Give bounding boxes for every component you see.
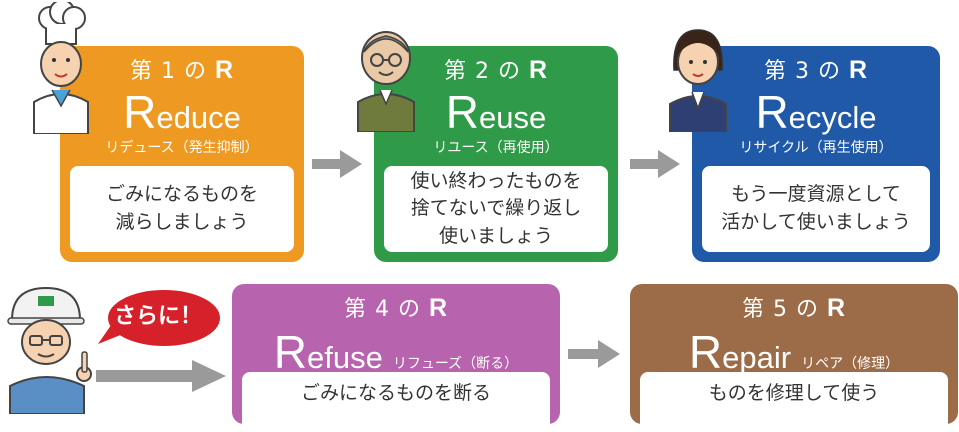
reduce-header: 第 1 の R Reduce リデュース（発生抑制） xyxy=(60,46,304,156)
arrow-right-icon xyxy=(96,360,226,392)
recycle-card: 第 3 の R Recycle リサイクル（再生使用） もう一度資源として 活か… xyxy=(692,46,940,262)
refuse-step-number: 第 4 の R xyxy=(343,294,449,322)
arrow-right-icon xyxy=(312,150,362,178)
reduce-description: ごみになるものを 減らしましょう xyxy=(70,166,294,252)
refuse-card: 第 4 の R Refuse リフューズ（断る） ごみになるものを断る xyxy=(232,284,560,432)
refuse-header: 第 4 の R Refuse リフューズ（断る） xyxy=(232,284,560,378)
refuse-title: Refuse xyxy=(273,326,383,378)
reduce-card: 第 1 の R Reduce リデュース（発生抑制） ごみになるものを 減らしま… xyxy=(60,46,304,262)
refuse-subtitle: リフューズ（断る） xyxy=(392,356,519,372)
elder-man-icon xyxy=(357,31,415,132)
repair-subtitle: リペア（修理） xyxy=(801,356,900,372)
arrow-right-icon xyxy=(630,150,680,178)
recycle-title: Recycle xyxy=(755,86,877,138)
reuse-subtitle: リユース（再使用） xyxy=(433,140,559,156)
bubble-text: さらに！ xyxy=(113,304,202,329)
speech-bubble-icon xyxy=(98,290,220,346)
recycle-description: もう一度資源として 活かして使いましょう xyxy=(702,166,930,252)
reuse-title: Reuse xyxy=(445,86,547,138)
recycle-subtitle: リサイクル（再生使用） xyxy=(739,140,893,156)
worker-helmet-icon xyxy=(7,286,92,414)
reduce-subtitle: リデュース（発生抑制） xyxy=(105,140,259,156)
reduce-title: Reduce xyxy=(123,86,241,138)
reuse-step-number: 第 2 の R xyxy=(443,56,549,84)
recycle-header: 第 3 の R Recycle リサイクル（再生使用） xyxy=(692,46,940,156)
chef-icon xyxy=(33,2,89,134)
repair-description: ものを修理して使う xyxy=(640,372,948,432)
office-woman-icon xyxy=(669,29,727,132)
reuse-description: 使い終わったものを 捨てないで繰り返し 使いましょう xyxy=(384,166,608,252)
repair-title: Repair xyxy=(688,326,792,378)
arrow-right-icon xyxy=(568,340,620,368)
repair-header: 第 5 の R Repair リペア（修理） xyxy=(630,284,958,378)
recycle-step-number: 第 3 の R xyxy=(763,56,869,84)
repair-step-number: 第 5 の R xyxy=(741,294,847,322)
reuse-header: 第 2 の R Reuse リユース（再使用） xyxy=(374,46,618,156)
refuse-description: ごみになるものを断る xyxy=(242,372,550,432)
reduce-step-number: 第 1 の R xyxy=(129,56,235,84)
repair-card: 第 5 の R Repair リペア（修理） ものを修理して使う xyxy=(630,284,958,432)
reuse-card: 第 2 の R Reuse リユース（再使用） 使い終わったものを 捨てないで繰… xyxy=(374,46,618,262)
